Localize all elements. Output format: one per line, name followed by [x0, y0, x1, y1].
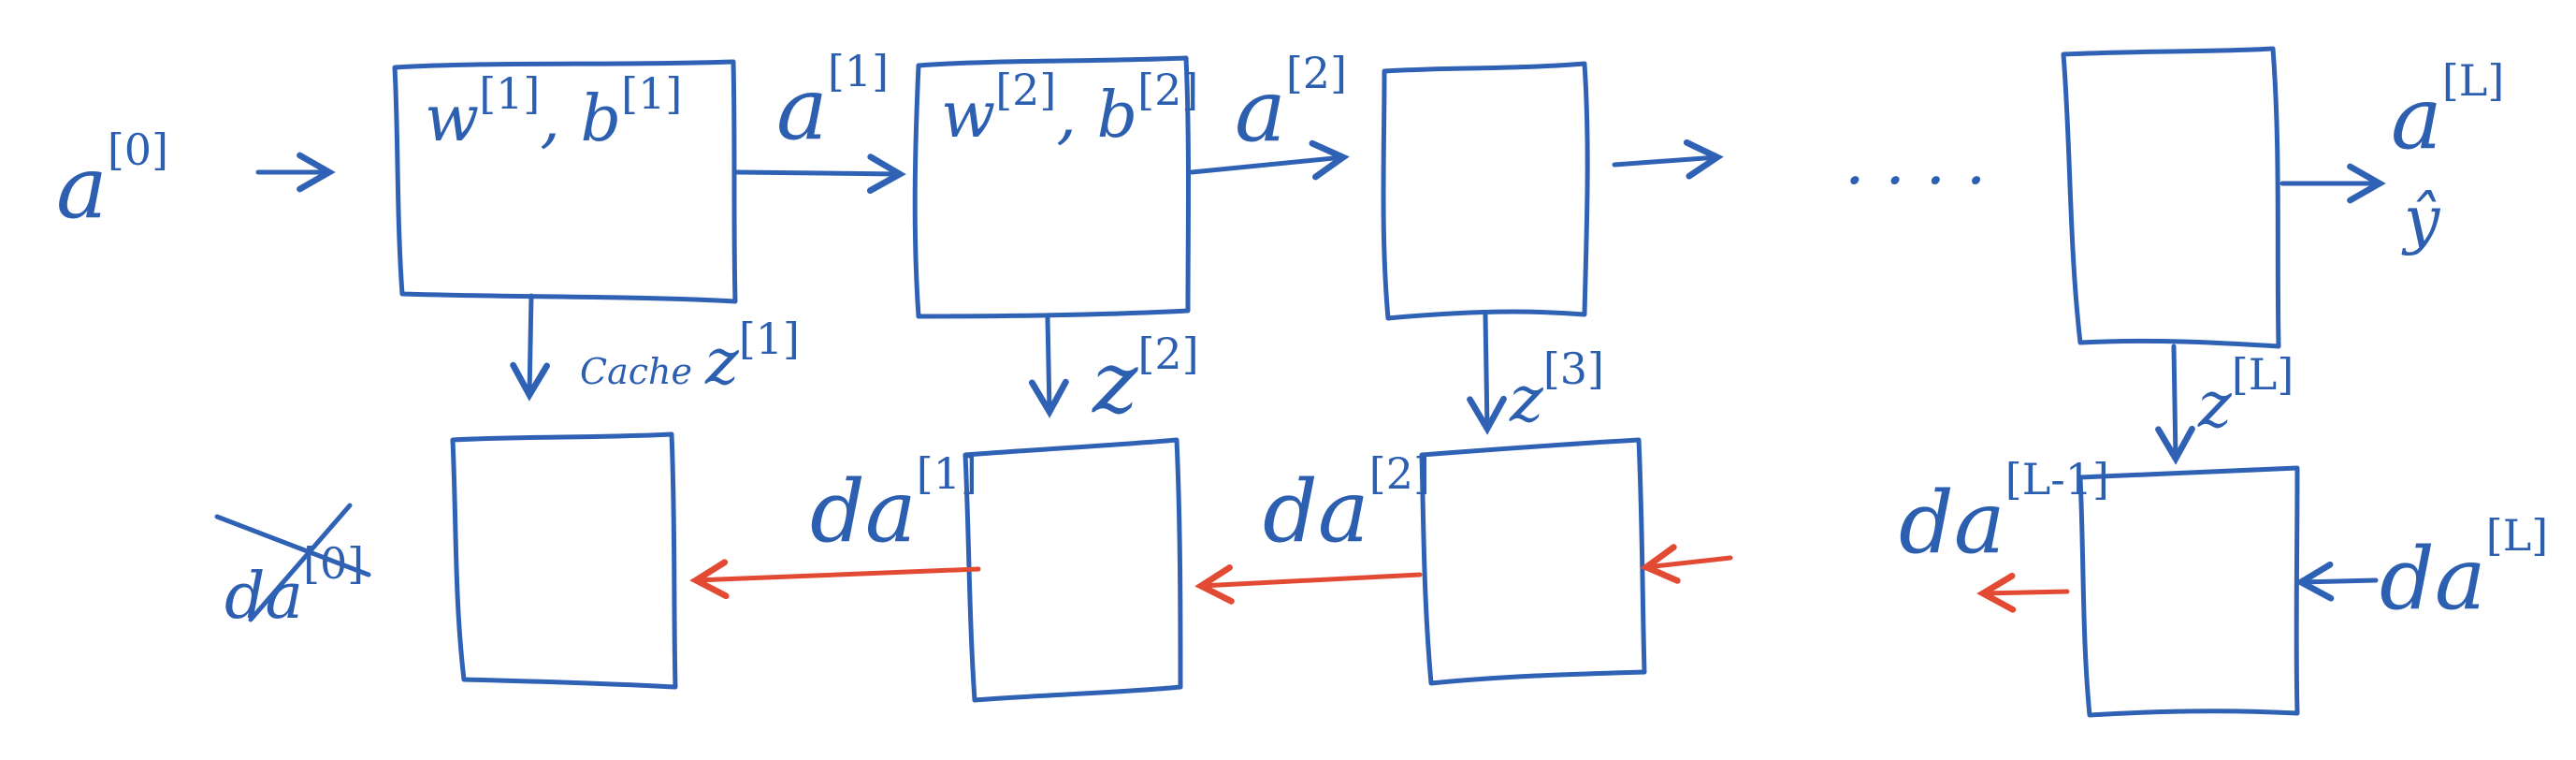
layer1-params-label: w[1], b[1] — [425, 68, 682, 156]
ellipsis: . . . . — [1845, 125, 1986, 199]
forward-box-1 — [392, 59, 738, 304]
cache-arrow-3 — [1467, 312, 1507, 435]
daLm1-label: da[L-1] — [1899, 454, 2109, 573]
forward-box-3 — [1381, 61, 1590, 321]
arrow-layer1-to-layer2 — [734, 153, 906, 195]
da1-label: da[1] — [810, 448, 977, 562]
cache-zL-label: z[L] — [2197, 349, 2294, 443]
layer2-params-label: w[2], b[2] — [941, 65, 1198, 153]
forward-box-2 — [912, 55, 1191, 319]
backprop-arrow-into-3 — [1640, 544, 1733, 584]
y-hat-label: ŷ — [2401, 183, 2441, 257]
daL-label: da[L] — [2380, 510, 2548, 629]
input-activation-label: a[0] — [56, 124, 168, 238]
svg-text:da[0]: da[0] — [224, 538, 364, 634]
cache-arrow-1 — [510, 293, 550, 402]
backward-box-2 — [962, 437, 1183, 703]
backprop-arrow-into-L — [2294, 561, 2379, 602]
backprop-arrow-out-L — [1976, 572, 2070, 613]
a1-label: a[1] — [776, 46, 889, 159]
da0-crossed-out: da[0] — [214, 503, 371, 634]
arrow-layer3-out — [1612, 139, 1724, 180]
backward-box-1 — [450, 431, 678, 690]
da2-label: da[2] — [1263, 448, 1430, 562]
backprop-arrow-2-to-1 — [689, 559, 981, 600]
cache-z3-label: z[3] — [1509, 343, 1604, 437]
cache-arrow-L — [2155, 343, 2195, 465]
arrow-layer2-to-layer3 — [1189, 139, 1350, 181]
a2-label: a[2] — [1235, 48, 1347, 161]
backward-box-L — [2077, 465, 2300, 718]
cache-z2-label: z[2] — [1092, 329, 1199, 432]
cache-arrow-2 — [1028, 315, 1069, 418]
backprop-arrow-3-to-2 — [1194, 564, 1423, 605]
forward-box-L — [2061, 46, 2281, 349]
output-activation-label: a[L] — [2391, 55, 2504, 168]
backward-box-3 — [1419, 437, 1647, 686]
